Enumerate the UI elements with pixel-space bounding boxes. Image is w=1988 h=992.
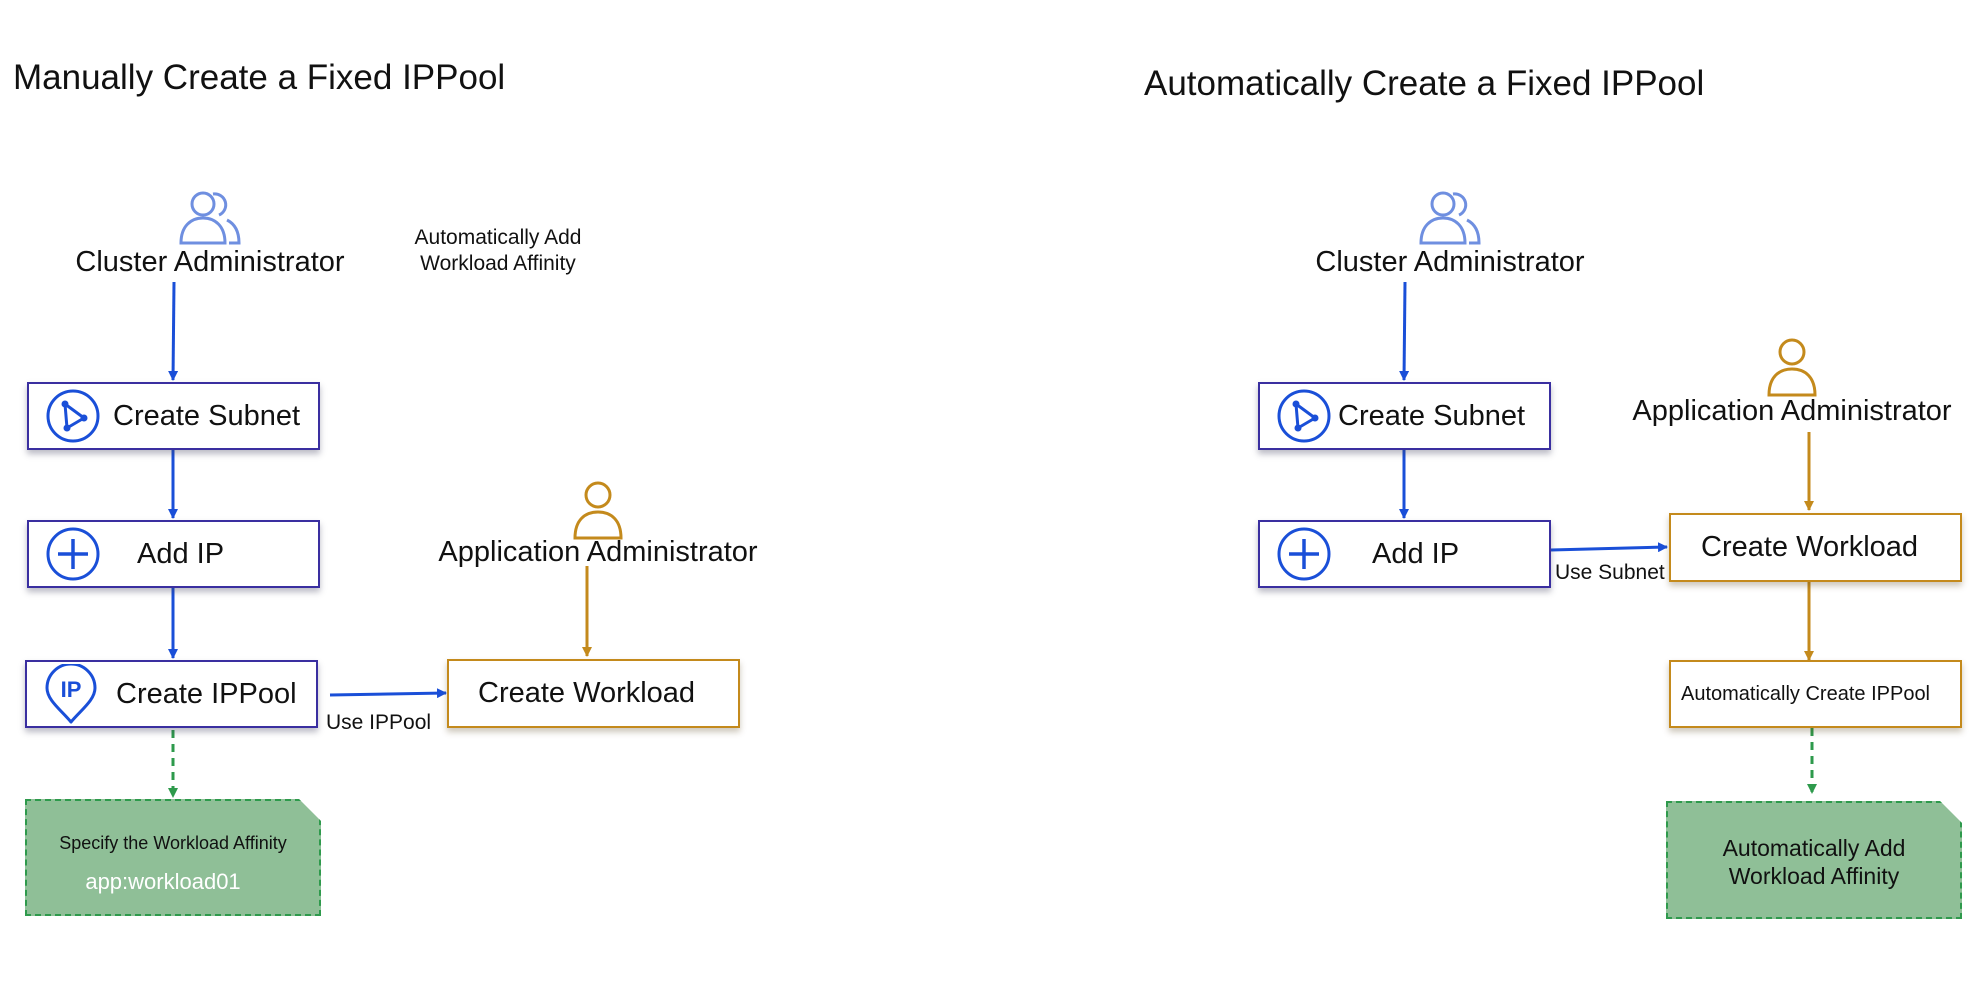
right-title: Automatically Create a Fixed IPPool	[1144, 64, 1705, 103]
svg-text:IP: IP	[61, 677, 82, 702]
user-icon	[1767, 338, 1817, 397]
left-create-ippool-box[interactable]: IP Create IPPool	[25, 660, 318, 728]
right-app-admin-label: Application Administrator	[1632, 395, 1952, 427]
right-cluster-admin-label: Cluster Administrator	[1315, 246, 1585, 278]
right-create-subnet-label: Create Subnet	[1338, 399, 1526, 432]
left-cluster-admin-label: Cluster Administrator	[75, 246, 345, 278]
left-add-ip-label: Add IP	[137, 537, 225, 570]
users-icon	[1419, 191, 1481, 245]
subnet-triangle-icon	[46, 389, 100, 443]
left-create-ippool-label: Create IPPool	[116, 677, 297, 710]
left-floating-note-line1: Automatically Add	[414, 226, 582, 249]
ip-pin-icon: IP	[45, 664, 97, 724]
arrow-ippool-to-workload	[329, 688, 447, 699]
user-icon	[573, 481, 623, 540]
left-add-ip-box[interactable]: Add IP	[27, 520, 320, 588]
right-affinity-note-line1: Automatically Add	[1722, 835, 1906, 861]
left-use-ippool-label: Use IPPool	[326, 711, 432, 734]
arrow-admin-to-subnet-right	[1399, 281, 1410, 381]
left-affinity-note-line2: app:workload01	[85, 869, 241, 894]
plus-circle-icon	[46, 527, 100, 581]
subnet-triangle-icon	[1277, 389, 1331, 443]
right-cluster-admin: Cluster Administrator	[1295, 188, 1605, 279]
right-affinity-note-line2: Workload Affinity	[1728, 863, 1900, 889]
left-create-subnet-box[interactable]: Create Subnet	[27, 382, 320, 450]
arrow-admin-to-subnet	[168, 281, 179, 381]
left-app-admin: Application Administrator	[428, 480, 768, 569]
plus-circle-icon	[1277, 527, 1331, 581]
left-create-workload-box[interactable]: Create Workload	[447, 659, 740, 728]
left-title: Manually Create a Fixed IPPool	[13, 58, 506, 97]
right-create-subnet-box[interactable]: Create Subnet	[1258, 382, 1551, 450]
right-add-ip-label: Add IP	[1372, 537, 1460, 570]
right-auto-ippool-box[interactable]: Automatically Create IPPool	[1669, 660, 1962, 728]
right-create-workload-box[interactable]: Create Workload	[1669, 513, 1962, 582]
left-app-admin-label: Application Administrator	[438, 536, 758, 568]
left-floating-note: Automatically Add Workload Affinity	[398, 225, 598, 277]
left-floating-note-line2: Workload Affinity	[420, 252, 576, 275]
left-affinity-note-line1: Specify the Workload Affinity	[59, 833, 287, 853]
left-create-subnet-label: Create Subnet	[113, 399, 301, 432]
right-add-ip-box[interactable]: Add IP	[1258, 520, 1551, 588]
right-app-admin: Application Administrator	[1612, 337, 1972, 428]
left-create-workload-label: Create Workload	[478, 677, 696, 709]
left-cluster-admin: Cluster Administrator	[60, 188, 360, 279]
left-affinity-note: Specify the Workload Affinity app:worklo…	[25, 799, 321, 916]
right-affinity-note: Automatically Add Workload Affinity	[1666, 801, 1962, 919]
right-auto-ippool-label: Automatically Create IPPool	[1681, 682, 1931, 705]
users-icon	[179, 191, 241, 245]
right-use-subnet-label: Use Subnet	[1555, 561, 1665, 584]
arrow-addip-to-workload-right	[1550, 542, 1668, 553]
right-create-workload-label: Create Workload	[1701, 531, 1919, 563]
